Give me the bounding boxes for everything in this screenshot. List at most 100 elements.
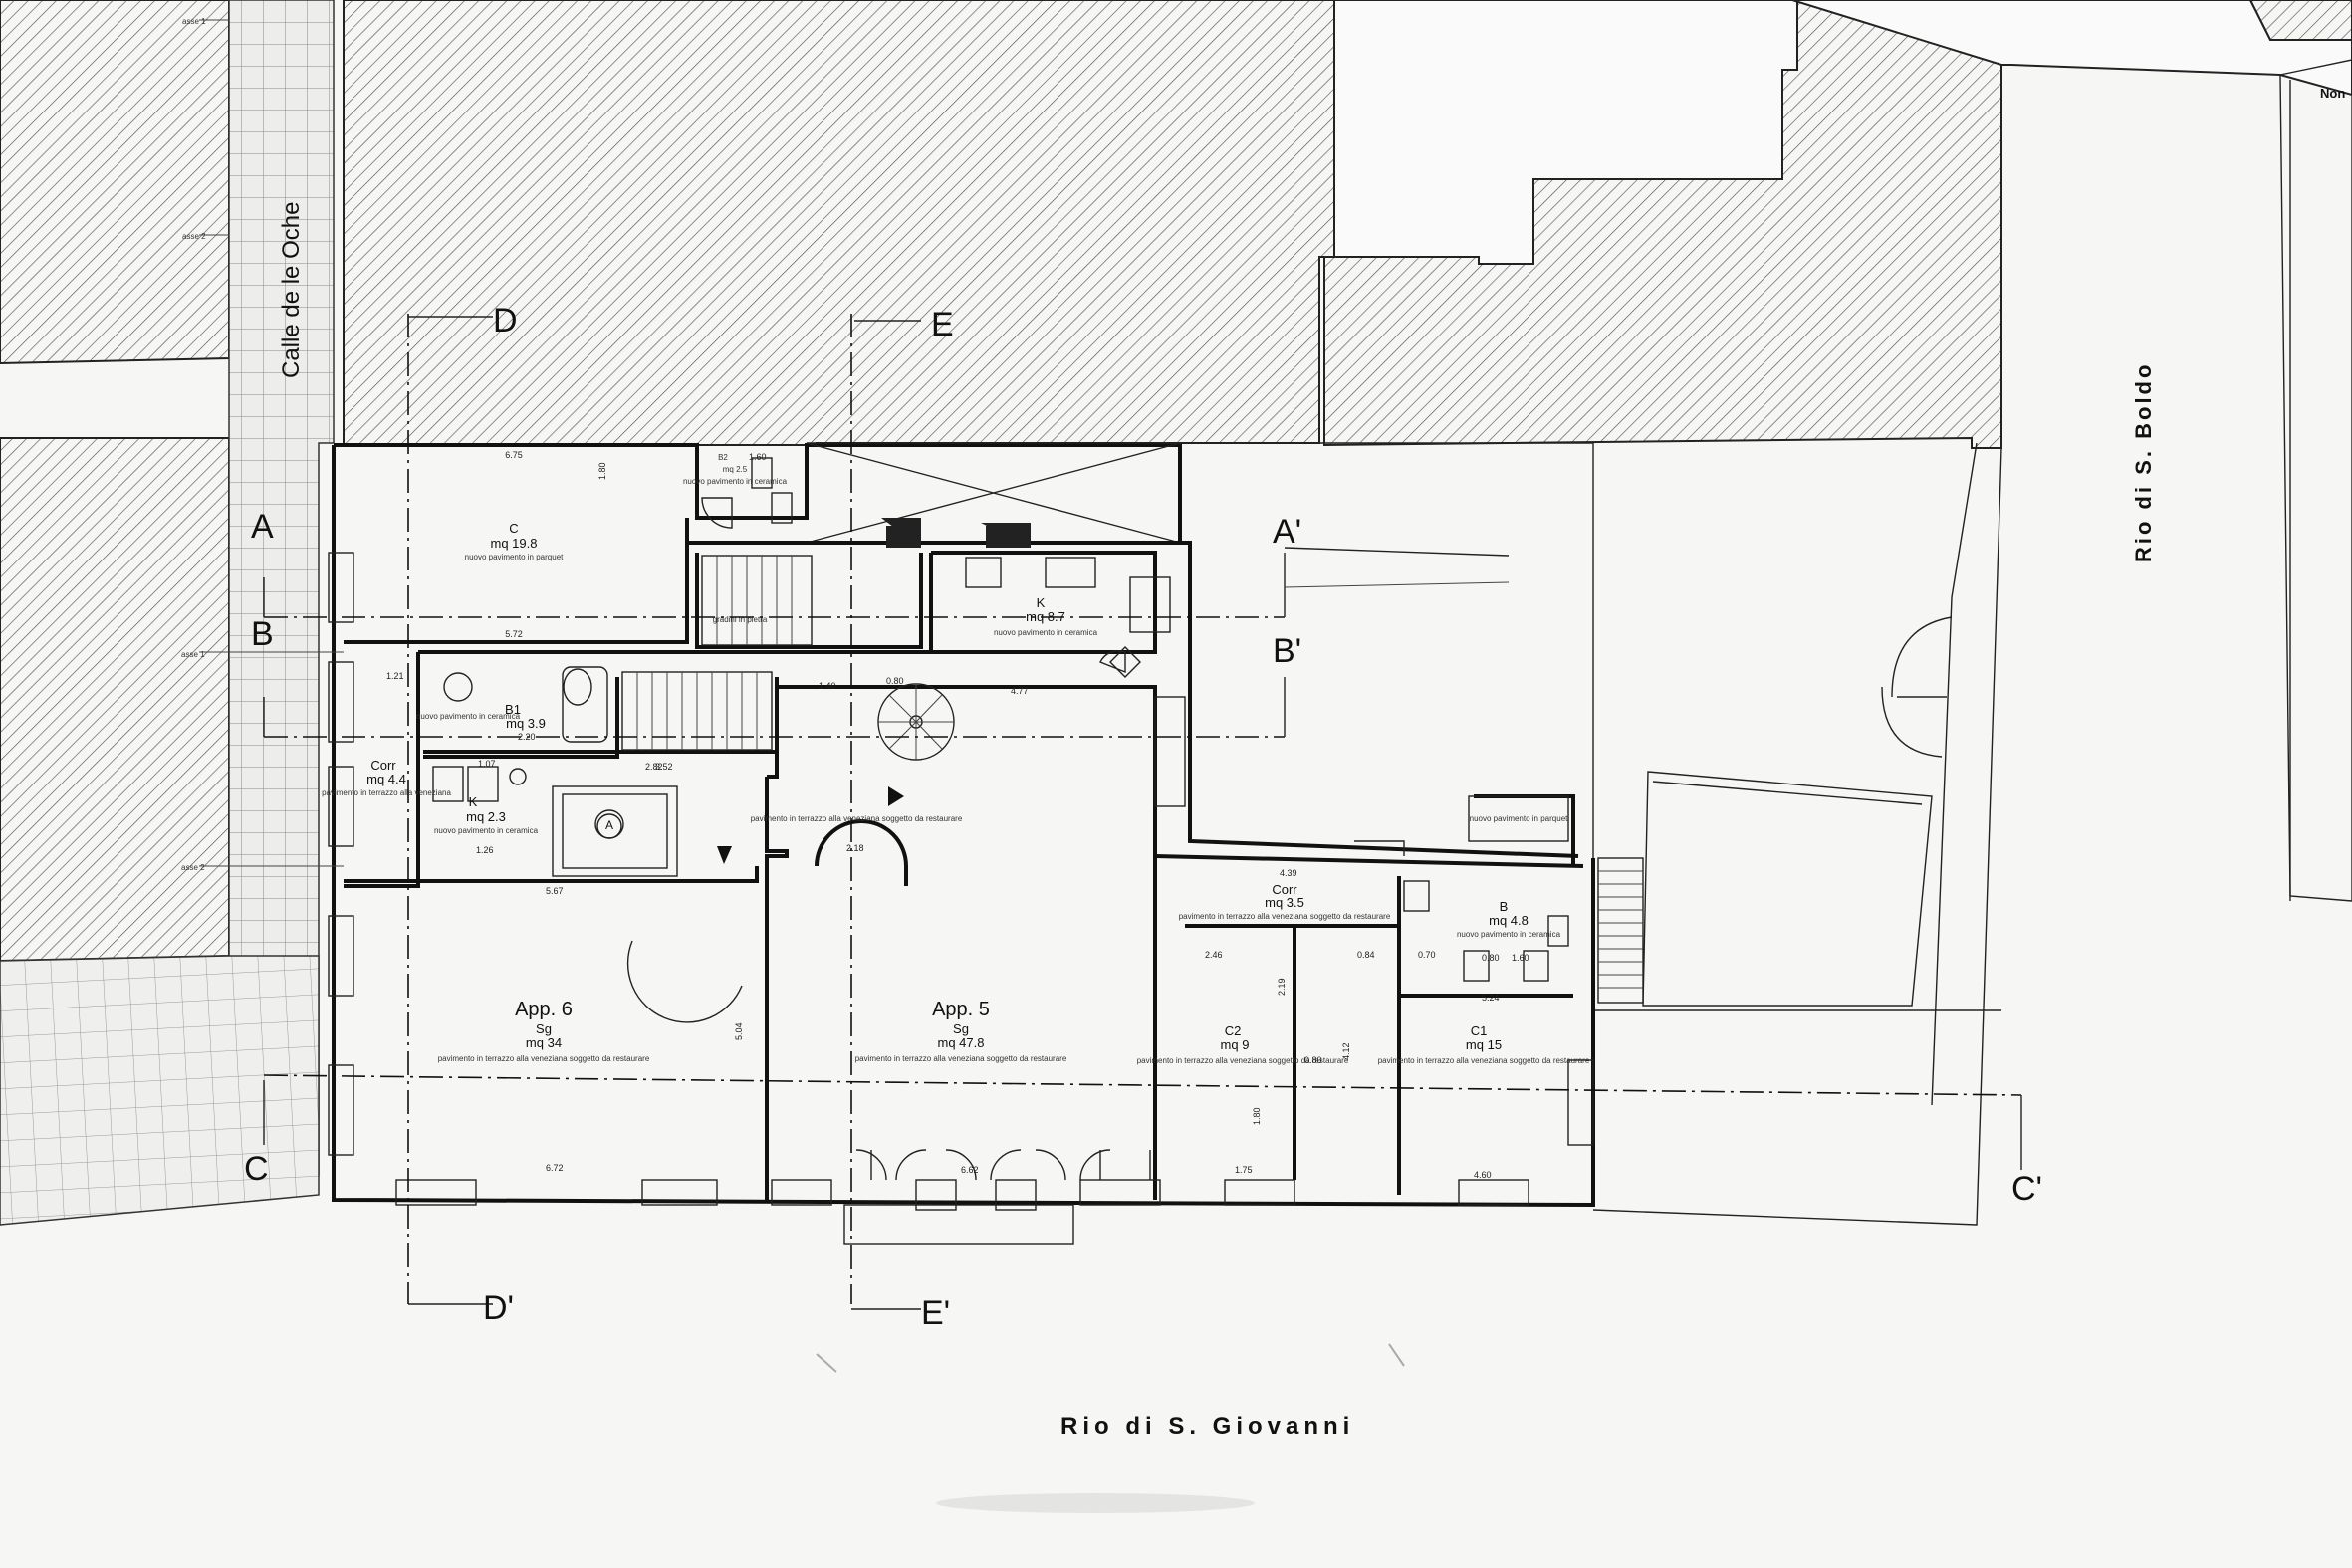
circle-a-icon: A bbox=[594, 809, 624, 839]
room-b-right: B mq 4.8 nuovo pavimento in ceramica bbox=[1457, 899, 1561, 939]
dimension: 1.40 bbox=[819, 681, 836, 691]
dimension-labels: 6.75 1.60 1.80 5.72 1.21 2.20 1.07 2.82 … bbox=[386, 450, 1529, 1180]
dimension: 0.70 bbox=[1418, 950, 1436, 960]
white-blocks bbox=[1333, 0, 2352, 265]
room-name: C bbox=[509, 521, 518, 536]
hatched-buildings bbox=[0, 0, 2352, 963]
room-name: B bbox=[1500, 899, 1509, 914]
room-note: nuovo pavimento in ceramica bbox=[416, 712, 521, 721]
circle-mark: A bbox=[605, 818, 613, 832]
room-area: mq 4.4 bbox=[366, 772, 406, 786]
room-c: C mq 19.8 nuovo pavimento in parquet bbox=[465, 521, 565, 561]
room-corr-right: Corr mq 3.5 pavimento in terrazzo alla v… bbox=[1179, 882, 1391, 921]
room-area: mq 2.5 bbox=[723, 465, 748, 474]
dimension: 4.39 bbox=[1280, 868, 1297, 878]
facade-windows bbox=[328, 552, 1594, 1245]
room-note: pavimento in terrazzo alla veneziana sog… bbox=[438, 1054, 650, 1063]
spiral-stair bbox=[877, 683, 955, 761]
dimension: 0.80 bbox=[1304, 1055, 1322, 1065]
section-labels: A A' B B' C C' D D' E E' bbox=[244, 302, 2042, 1332]
dimension: 2.19 bbox=[1277, 978, 1287, 996]
axis-label: asse 1 bbox=[181, 650, 205, 659]
room-c1: C1 mq 15 pavimento in terrazzo alla vene… bbox=[1378, 1023, 1590, 1065]
stair-note: pavimento in terrazzo alla veneziana sog… bbox=[751, 814, 963, 823]
corner-label: Non bbox=[2320, 86, 2345, 101]
room-area: mq 47.8 bbox=[938, 1035, 985, 1050]
room-area: mq 3.9 bbox=[506, 716, 546, 731]
room-name: Corr bbox=[370, 758, 396, 773]
dimension: 2.20 bbox=[518, 732, 536, 742]
room-area: mq 2.3 bbox=[466, 809, 506, 824]
dimension: 5.72 bbox=[505, 629, 523, 639]
room-note: nuovo pavimento in parquet bbox=[1470, 814, 1569, 823]
dimension: 6.62 bbox=[961, 1165, 979, 1175]
parquet-note-right: nuovo pavimento in parquet bbox=[1468, 795, 1569, 842]
room-use: Sg bbox=[536, 1021, 552, 1036]
room-area: mq 15 bbox=[1466, 1037, 1502, 1052]
room-note: pavimento in terrazzo alla veneziana bbox=[322, 788, 451, 797]
dimension: 1.80 bbox=[1252, 1107, 1262, 1125]
room-b1: B1 mq 3.9 nuovo pavimento in ceramica bbox=[416, 702, 546, 731]
dimension: 0.80 bbox=[886, 676, 904, 686]
room-area: mq 9 bbox=[1221, 1037, 1250, 1052]
room-name: App. 5 bbox=[932, 999, 990, 1020]
dimension: 2.46 bbox=[1205, 950, 1223, 960]
bath-fixtures bbox=[432, 457, 1569, 982]
dimension: 5.24 bbox=[1482, 993, 1500, 1003]
room-note: nuovo pavimento in ceramica bbox=[994, 628, 1098, 637]
dimension: 1.60 bbox=[749, 452, 767, 462]
dimension: 1.07 bbox=[478, 759, 496, 769]
room-app5: App. 5 Sg mq 47.8 pavimento in terrazzo … bbox=[855, 999, 1067, 1063]
dimension: 6.75 bbox=[505, 450, 523, 460]
dimension: 5.67 bbox=[546, 886, 564, 896]
axis-label: asse 2 bbox=[182, 232, 206, 241]
dimension: 1.75 bbox=[1235, 1165, 1253, 1175]
axis-markers: asse 1 asse 2 asse 1 asse 2 bbox=[181, 17, 344, 872]
street-label-rio-boldo: Rio di S. Boldo bbox=[2131, 362, 2156, 562]
room-use: Sg bbox=[953, 1021, 969, 1036]
room-note: pavimento in terrazzo alla veneziana sog… bbox=[1137, 1056, 1349, 1065]
axis-label: asse 2 bbox=[181, 863, 205, 872]
landing-note: gradini in pietra bbox=[713, 615, 768, 624]
room-area: mq 4.8 bbox=[1489, 913, 1529, 928]
room-c2: C2 mq 9 pavimento in terrazzo alla venez… bbox=[1137, 1023, 1349, 1065]
room-note: nuovo pavimento in ceramica bbox=[434, 826, 539, 835]
room-name: K bbox=[1037, 595, 1046, 610]
room-name: B2 bbox=[718, 453, 728, 462]
arrows bbox=[717, 518, 1031, 864]
room-name: Corr bbox=[1272, 882, 1297, 897]
room-note: nuovo pavimento in parquet bbox=[465, 553, 565, 561]
room-name: K bbox=[469, 794, 478, 809]
room-note: nuovo pavimento in ceramica bbox=[1457, 930, 1561, 939]
section-lines bbox=[263, 314, 2022, 1310]
curved-walls bbox=[626, 646, 1151, 1181]
section-a-prime: A' bbox=[1273, 513, 1301, 551]
room-note: pavimento in terrazzo alla veneziana sog… bbox=[855, 1054, 1067, 1063]
dimension: 6.72 bbox=[546, 1163, 564, 1173]
section-b-prime: B' bbox=[1273, 632, 1301, 670]
paper-marks bbox=[816, 1343, 1405, 1513]
room-name: B1 bbox=[505, 702, 521, 717]
room-area: mq 3.5 bbox=[1265, 895, 1304, 910]
room-area: mq 19.8 bbox=[491, 536, 538, 551]
room-name: C1 bbox=[1471, 1023, 1488, 1038]
dimension: 4.60 bbox=[1474, 1170, 1492, 1180]
section-a: A bbox=[251, 508, 274, 546]
section-c: C bbox=[244, 1150, 269, 1188]
room-note: pavimento in terrazzo alla veneziana sog… bbox=[1378, 1056, 1590, 1065]
room-name: C2 bbox=[1225, 1023, 1242, 1038]
room-area: mq 34 bbox=[526, 1035, 562, 1050]
room-b2: B2 mq 2.5 nuovo pavimento in ceramica bbox=[683, 453, 788, 486]
dimension: 5.04 bbox=[734, 1022, 744, 1040]
dimension: 0.84 bbox=[1357, 950, 1375, 960]
section-c-prime: C' bbox=[2011, 1170, 2042, 1208]
dimension: 1.60 bbox=[1512, 953, 1529, 963]
dimension: 2.82 bbox=[645, 762, 663, 772]
room-app6: App. 6 Sg mq 34 pavimento in terrazzo al… bbox=[438, 999, 650, 1063]
stair-flight bbox=[621, 671, 773, 751]
room-k-top: K mq 8.7 nuovo pavimento in ceramica bbox=[994, 595, 1098, 637]
street-label-calle: Calle de le Oche bbox=[278, 202, 305, 378]
dimension: 4.77 bbox=[1011, 686, 1029, 696]
room-corr-left: Corr mq 4.4 pavimento in terrazzo alla v… bbox=[322, 758, 451, 797]
